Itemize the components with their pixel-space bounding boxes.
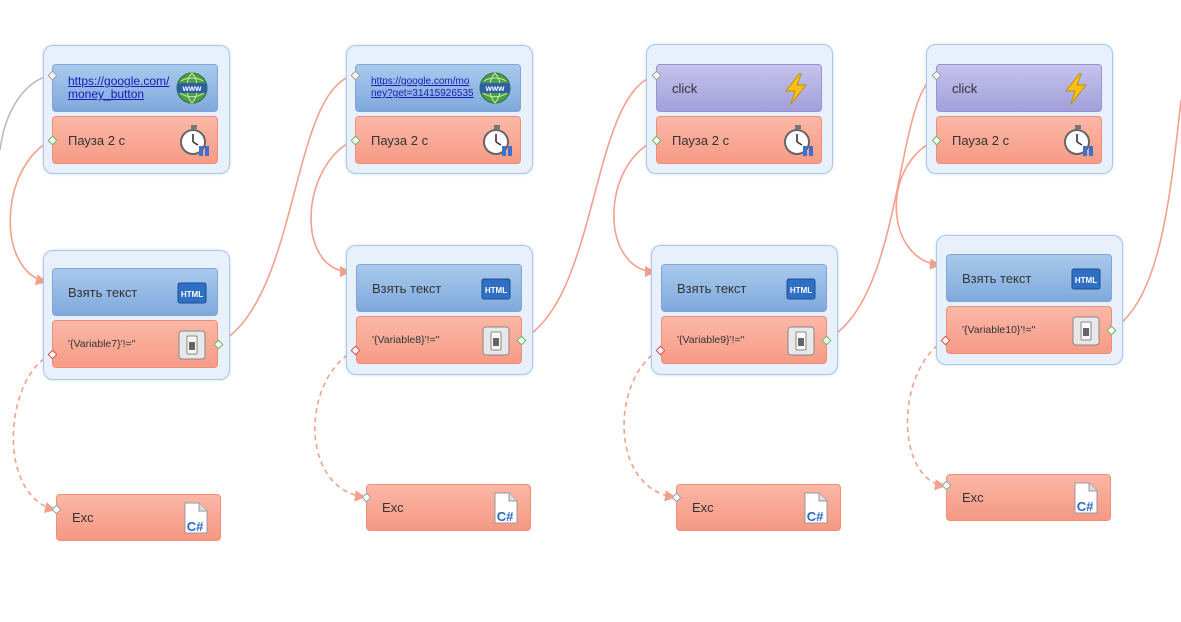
condition-to-next-wire-1 [217,74,355,345]
condition-label-1: '{Variable7}'!='' [68,338,136,350]
pause-block-1[interactable]: Пауза 2 с [52,116,218,164]
click-label-3: click [672,80,698,96]
pause-label-4: Пауза 2 с [952,132,1010,148]
get-text-block-3[interactable]: Взять текст HTML [661,264,827,312]
pause-label-2: Пауза 2 с [371,132,429,148]
condition-to-next-wire-3 [825,74,938,341]
click-action-block-4[interactable]: click [936,64,1102,112]
svg-text:HTML: HTML [790,286,812,295]
get-text-block-4[interactable]: Взять текст HTML [946,254,1112,302]
condition-label-4: '{Variable10}'!='' [962,324,1036,336]
get-text-label-2: Взять текст [372,280,442,296]
condition-block-2[interactable]: '{Variable8}'!='' [356,316,522,364]
www-globe-icon: www [176,72,208,104]
exc-block-4[interactable]: Exc C# [946,474,1111,521]
html-icon: HTML [177,282,207,304]
svg-text:www: www [485,84,505,93]
stopwatch-icon [180,125,209,156]
pause-label-3: Пауза 2 с [672,132,730,148]
exc-block-3[interactable]: Exc C# [676,484,841,531]
svg-text:C#: C# [807,509,824,524]
exc-label-1: Exc [72,510,94,525]
svg-text:HTML: HTML [1075,276,1097,285]
html-icon: HTML [481,278,511,300]
condition-block-3[interactable]: '{Variable9}'!='' [661,316,827,364]
condition-block-4[interactable]: '{Variable10}'!='' [946,306,1112,354]
lightning-icon [784,73,808,105]
stopwatch-icon [784,125,813,156]
navigate-url-block-1[interactable]: https://google.com/money_button www [52,64,218,112]
switch-icon [787,326,815,356]
get-text-label-1: Взять текст [68,284,138,300]
csharp-file-icon: C# [804,492,828,524]
www-globe-icon: www [479,72,511,104]
exc-block-1[interactable]: Exc C# [56,494,221,541]
svg-text:HTML: HTML [485,286,507,295]
click-label-4: click [952,80,978,96]
svg-text:C#: C# [497,509,514,524]
condition-block-1[interactable]: '{Variable7}'!='' [52,320,218,368]
exc-block-2[interactable]: Exc C# [366,484,531,531]
pause-block-2[interactable]: Пауза 2 с [355,116,521,164]
click-action-block-3[interactable]: click [656,64,822,112]
get-text-block-1[interactable]: Взять текст HTML [52,268,218,316]
switch-icon [1072,316,1100,346]
pause-label-1: Пауза 2 с [68,132,126,148]
get-text-label-4: Взять текст [962,270,1032,286]
html-icon: HTML [1071,268,1101,290]
switch-icon [178,330,206,360]
switch-icon [482,326,510,356]
pause-block-4[interactable]: Пауза 2 с [936,116,1102,164]
stopwatch-icon [483,125,512,156]
condition-label-2: '{Variable8}'!='' [372,334,440,346]
url-text-1[interactable]: https://google.com/money_button [68,74,170,101]
csharp-file-icon: C# [494,492,518,524]
lightning-icon [1064,73,1088,105]
svg-text:HTML: HTML [181,290,203,299]
svg-text:C#: C# [1077,499,1094,514]
svg-text:C#: C# [187,519,204,534]
svg-text:www: www [182,84,202,93]
get-text-label-3: Взять текст [677,280,747,296]
stopwatch-icon [1064,125,1093,156]
exc-label-3: Exc [692,500,714,515]
exc-label-4: Exc [962,490,984,505]
csharp-file-icon: C# [1074,482,1098,514]
condition-label-3: '{Variable9}'!='' [677,334,745,346]
get-text-block-2[interactable]: Взять текст HTML [356,264,522,312]
csharp-file-icon: C# [184,502,208,534]
condition-to-next-wire-2 [520,74,658,341]
exc-label-2: Exc [382,500,404,515]
pause-block-3[interactable]: Пауза 2 с [656,116,822,164]
html-icon: HTML [786,278,816,300]
